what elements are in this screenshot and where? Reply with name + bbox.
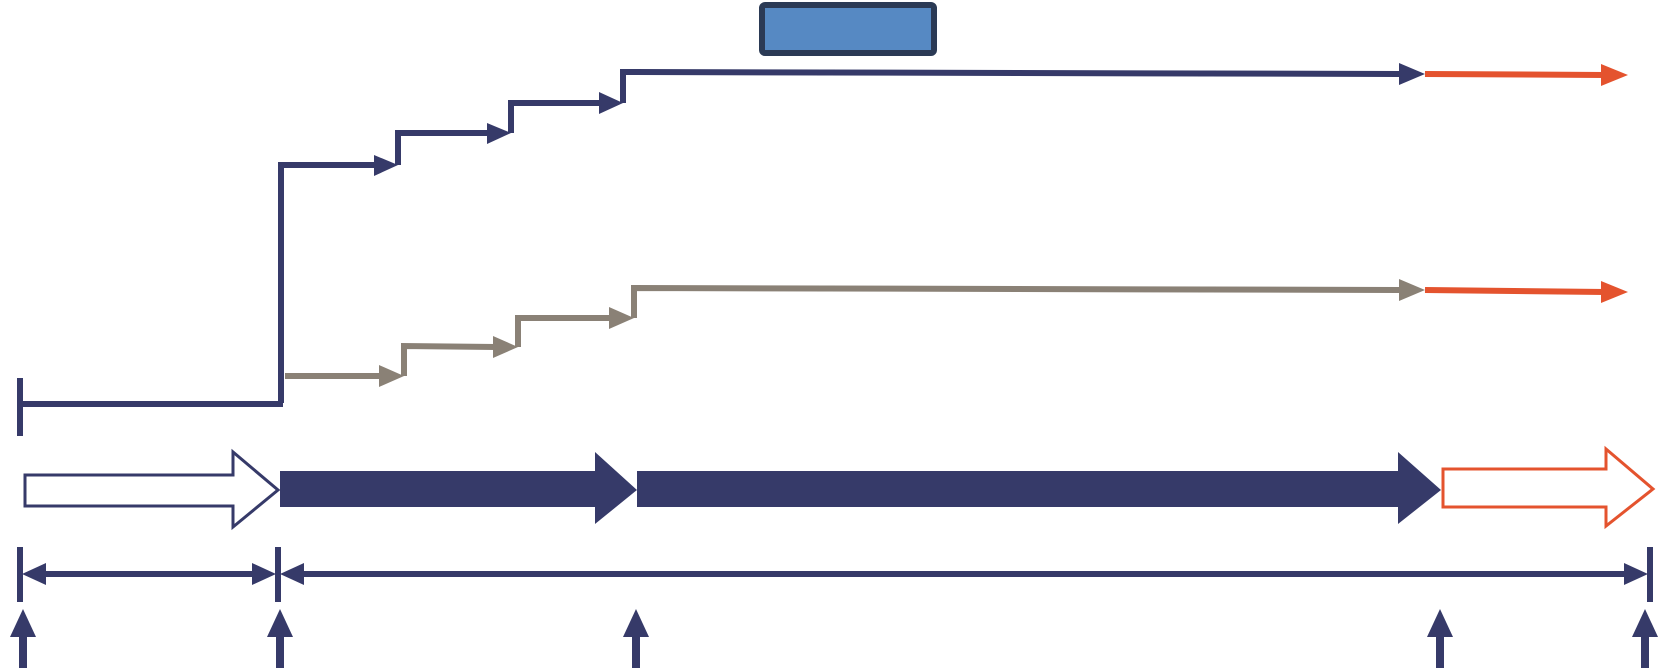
upper-orange-extension bbox=[1424, 64, 1628, 86]
up-arrow-marker-5 bbox=[1632, 609, 1658, 668]
lower-step-line-4 bbox=[631, 284, 1403, 318]
lower-step-arrowhead-4 bbox=[1399, 279, 1425, 301]
up-arrow-marker-1 bbox=[10, 609, 36, 668]
upper-orange-arrowhead bbox=[1601, 64, 1628, 86]
span-arrowhead-left-end bbox=[252, 563, 276, 585]
upper-step-arrowhead-1 bbox=[374, 155, 398, 176]
up-arrow-stem bbox=[1641, 634, 1649, 668]
up-arrow-marker-3 bbox=[623, 609, 649, 668]
upper-step-line bbox=[278, 162, 377, 403]
upper-step-line-2 bbox=[395, 130, 490, 165]
lower-orange-extension bbox=[1424, 281, 1628, 303]
up-arrow-head bbox=[10, 609, 36, 637]
lower-step-path bbox=[285, 279, 1425, 387]
outline-arrow-end bbox=[1441, 445, 1656, 530]
up-arrow-stem bbox=[276, 634, 284, 668]
up-arrow-marker-4 bbox=[1427, 609, 1453, 668]
lower-step-line-3 bbox=[515, 315, 612, 347]
solid-arrow-segment-2 bbox=[637, 452, 1441, 524]
up-arrow-head bbox=[1632, 609, 1658, 637]
lower-orange-line bbox=[1424, 287, 1606, 295]
up-arrow-stem bbox=[632, 634, 640, 668]
lower-step-arrowhead-2 bbox=[493, 336, 518, 358]
span-arrowhead-left-start bbox=[22, 563, 46, 585]
solid-arrow-segment-1 bbox=[280, 452, 637, 524]
up-arrow-head bbox=[1427, 609, 1453, 637]
span-arrowhead-right-start bbox=[280, 563, 304, 585]
up-arrow-stem bbox=[1436, 634, 1444, 668]
upper-step-line-4 bbox=[620, 68, 1403, 103]
up-arrow-head bbox=[267, 609, 293, 637]
lower-step-arrowhead-3 bbox=[609, 307, 634, 329]
up-arrow-stem bbox=[19, 634, 27, 668]
upper-step-arrowhead-2 bbox=[487, 123, 511, 144]
span-arrowhead-right-end bbox=[1624, 563, 1648, 585]
upper-orange-line bbox=[1424, 71, 1606, 78]
lower-step-arrowhead-1 bbox=[379, 365, 404, 387]
double-arrow-left bbox=[17, 547, 281, 602]
upper-step-arrowhead-3 bbox=[599, 92, 623, 114]
double-arrow-right bbox=[280, 547, 1653, 602]
highlight-box bbox=[759, 2, 937, 56]
lower-step-line-2 bbox=[401, 342, 497, 376]
up-arrow-head bbox=[623, 609, 649, 637]
up-arrow-marker-2 bbox=[267, 609, 293, 668]
baseline-start-bar bbox=[17, 378, 283, 436]
outline-arrow-start bbox=[23, 448, 281, 531]
upper-step-line-3 bbox=[508, 100, 602, 133]
upper-step-arrowhead-4 bbox=[1399, 63, 1425, 85]
lower-orange-arrowhead bbox=[1601, 281, 1628, 303]
upper-step-path bbox=[278, 63, 1425, 403]
